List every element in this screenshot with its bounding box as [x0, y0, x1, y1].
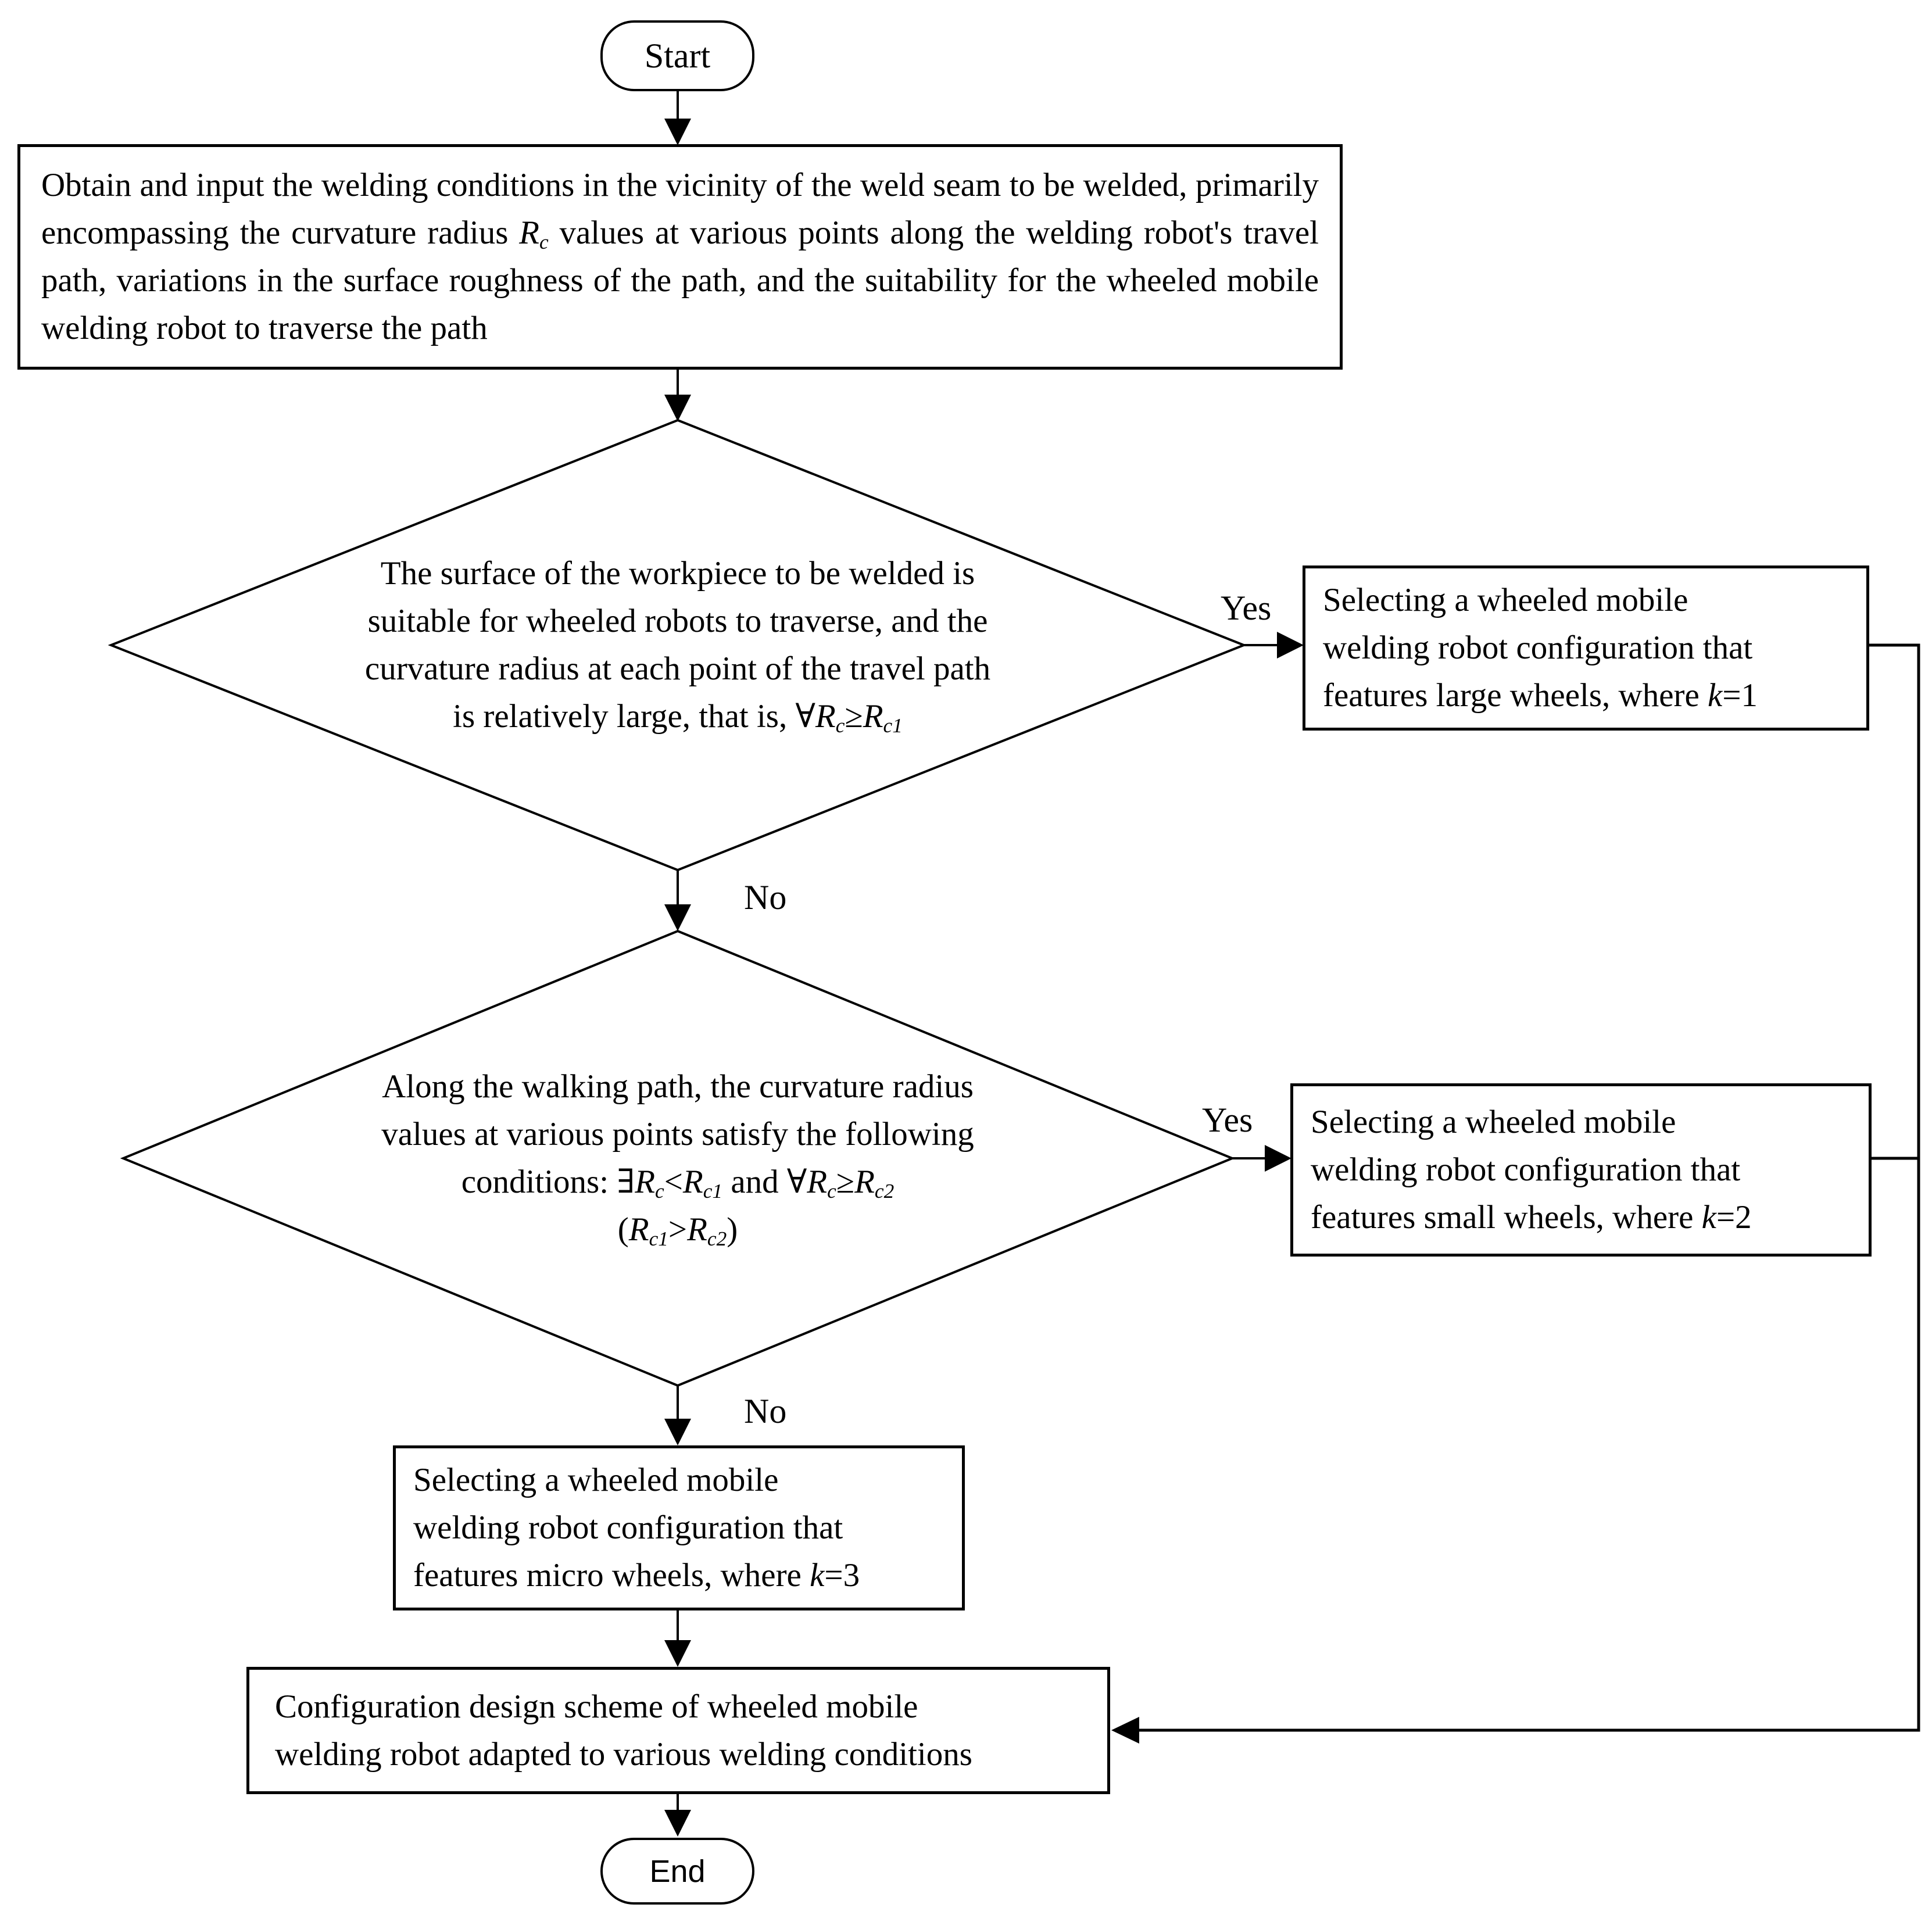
arrowhead-decision2-no	[664, 1419, 691, 1445]
arrowhead-output-to-end	[664, 1810, 691, 1837]
output-text: Configuration design scheme of wheeled m…	[275, 1688, 972, 1773]
arrowhead-micro-to-output	[664, 1640, 691, 1667]
start-terminator: Start	[600, 20, 754, 91]
no-label-1: No	[744, 878, 787, 917]
decision1-text: The surface of the workpiece to be welde…	[364, 555, 991, 737]
arrowhead-start-to-input	[664, 119, 691, 145]
arrowhead-rail-to-output	[1111, 1717, 1139, 1744]
arrowhead-decision1-yes	[1277, 632, 1304, 658]
decision2-diamond	[120, 929, 1236, 1387]
input-process-text: Obtain and input the welding conditions …	[41, 167, 1319, 346]
start-label: Start	[644, 36, 711, 75]
end-label: End	[649, 1853, 706, 1889]
no-label-2: No	[744, 1392, 787, 1430]
decision2-text: Along the walking path, the curvature ra…	[381, 1068, 974, 1250]
output-box: Configuration design scheme of wheeled m…	[246, 1667, 1110, 1794]
yes-label-1: Yes	[1221, 589, 1272, 627]
yes-label-2: Yes	[1202, 1101, 1253, 1139]
arrowhead-input-to-decision1	[664, 395, 691, 421]
end-terminator: End	[600, 1838, 754, 1905]
arrowhead-decision2-yes	[1265, 1145, 1291, 1172]
connector-return-rail	[1138, 643, 1920, 1732]
decision1-diamond	[108, 418, 1247, 872]
input-process-box: Obtain and input the welding conditions …	[17, 144, 1343, 370]
arrowhead-decision1-no	[664, 904, 691, 931]
